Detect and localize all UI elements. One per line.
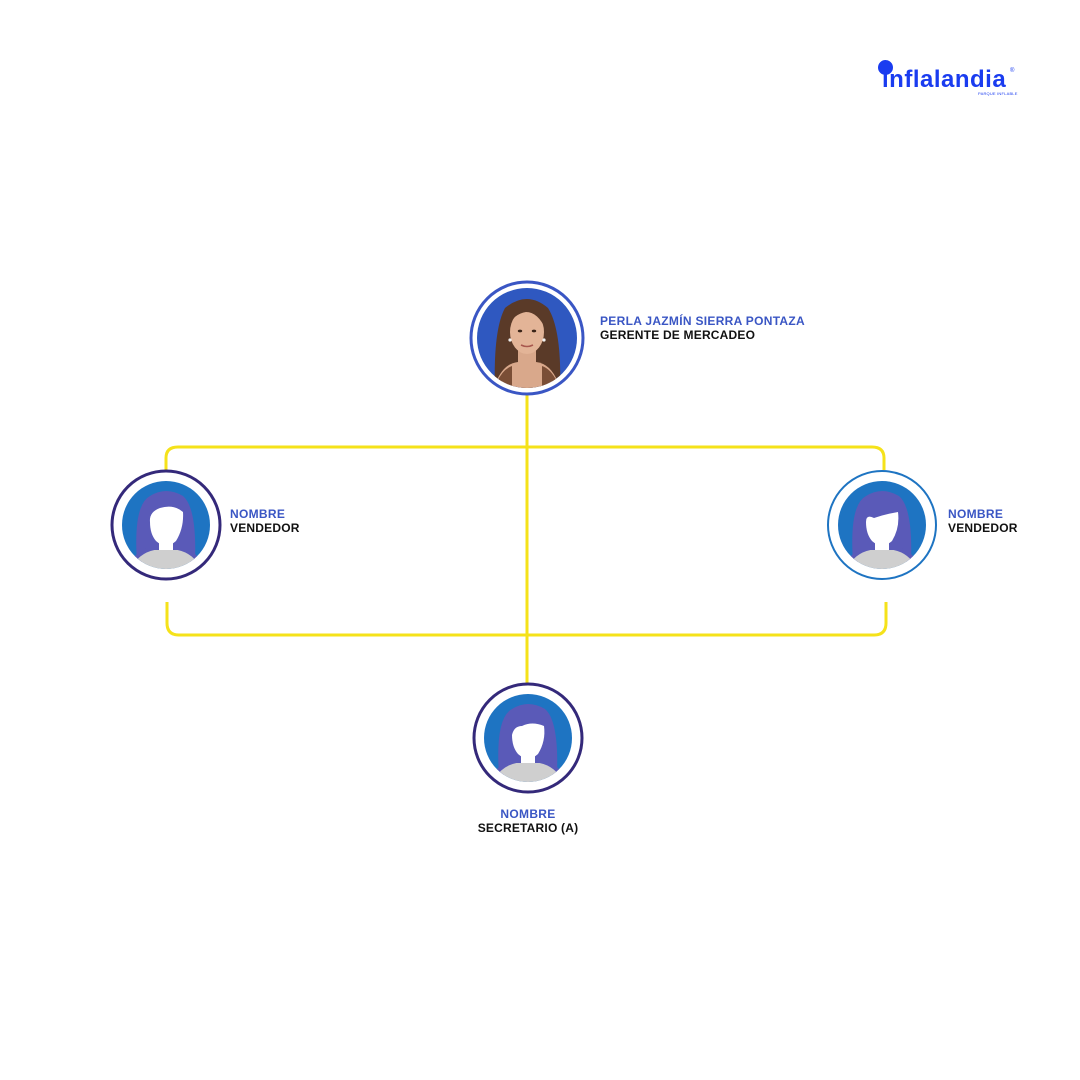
seller-left-label: NOMBRE VENDEDOR xyxy=(230,507,300,535)
secretary-role: SECRETARIO (A) xyxy=(477,821,579,835)
seller-right-name: NOMBRE xyxy=(948,507,1004,521)
logo-registered-mark: ® xyxy=(1010,68,1015,74)
inflalandia-logo: inflalandia PARQUE INFLABLE ® xyxy=(878,60,1018,100)
connector-top-branch xyxy=(164,445,886,470)
connector-lines xyxy=(164,395,888,684)
female-avatar-icon xyxy=(484,694,572,782)
logo-dot-icon xyxy=(878,60,893,75)
seller-left-avatar xyxy=(110,469,222,581)
manager-label: PERLA JAZMÍN SIERRA PONTAZA GERENTE DE M… xyxy=(600,314,805,342)
seller-right-label: NOMBRE VENDEDOR xyxy=(948,507,1018,535)
manager-role: GERENTE DE MERCADEO xyxy=(600,328,756,342)
manager-name: PERLA JAZMÍN SIERRA PONTAZA xyxy=(600,314,805,328)
secretary-name: NOMBRE xyxy=(500,807,556,821)
seller-right-role: VENDEDOR xyxy=(948,521,1018,535)
seller-right-avatar xyxy=(827,470,937,580)
logo-wordmark: inflalandia xyxy=(882,66,1007,93)
seller-left-role: VENDEDOR xyxy=(230,521,300,535)
secretary-label: NOMBRE SECRETARIO (A) xyxy=(448,807,608,835)
seller-left-name: NOMBRE xyxy=(230,507,286,521)
manager-avatar xyxy=(469,280,585,396)
logo-tagline: PARQUE INFLABLE xyxy=(978,91,1018,96)
connector-bottom-branch xyxy=(165,602,888,637)
secretary-avatar xyxy=(472,682,584,794)
